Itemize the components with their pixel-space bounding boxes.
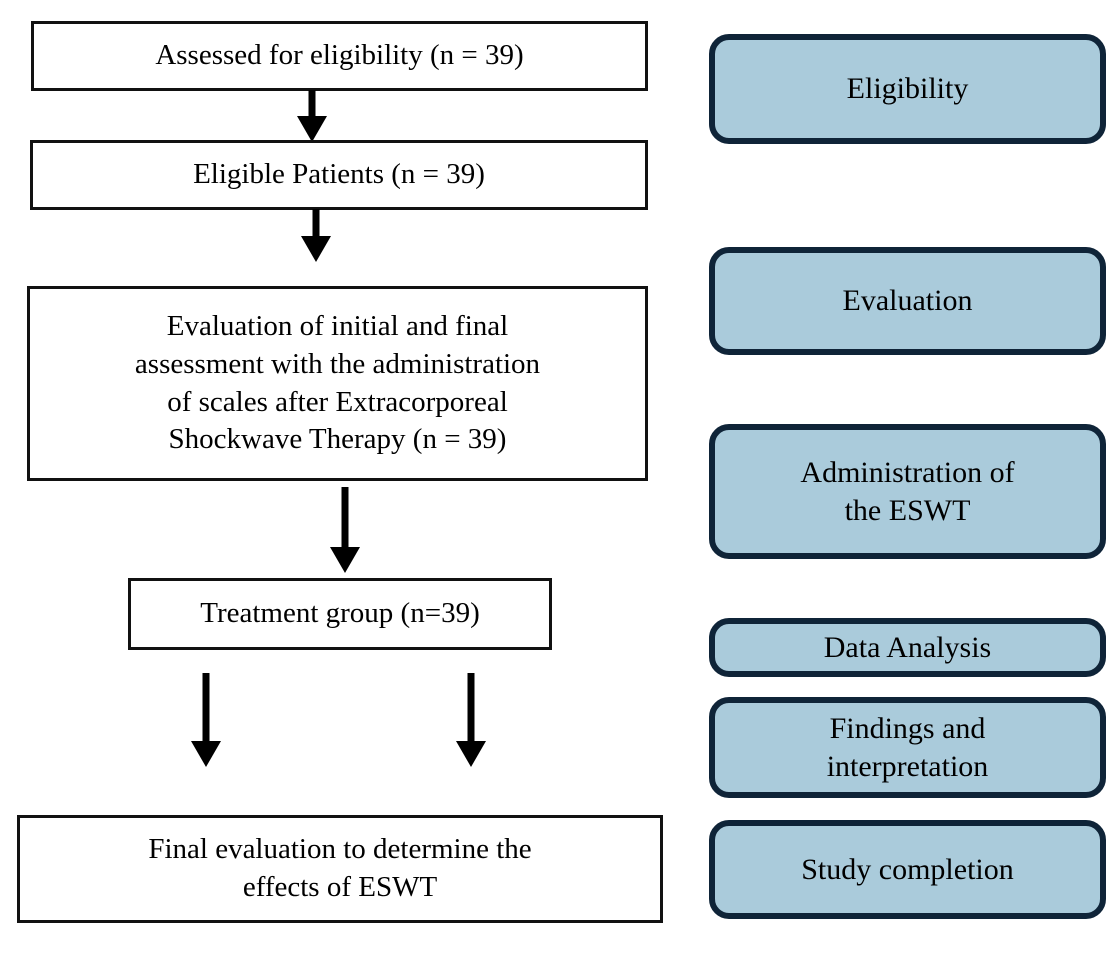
flow-node-final-evaluation: Final evaluation to determine the effect… <box>17 815 663 923</box>
arrow-eligible-to-evaluation <box>301 209 331 262</box>
flow-node-evaluation: Evaluation of initial and final assessme… <box>27 286 648 481</box>
stage-administration-of-eswt-label: Administration of the ESWT <box>800 456 1015 527</box>
arrow-assessed-to-eligible <box>297 90 327 142</box>
arrow-head-down-icon <box>456 741 486 767</box>
stage-eligibility: Eligibility <box>709 34 1106 144</box>
arrow-shaft <box>467 673 475 741</box>
flow-node-evaluation-label: Evaluation of initial and final assessme… <box>134 310 541 456</box>
flow-node-treatment-group: Treatment group (n=39) <box>128 578 552 650</box>
stage-eligibility-label: Eligibility <box>846 72 969 106</box>
arrow-shaft <box>312 209 320 236</box>
flow-node-eligible-label: Eligible Patients (n = 39) <box>193 158 485 191</box>
stage-findings-and-interpretation: Findings and interpretation <box>709 697 1106 798</box>
arrow-treatment-to-final-right <box>456 673 486 767</box>
stage-findings-and-interpretation-label: Findings and interpretation <box>826 712 989 783</box>
arrow-treatment-to-final-left <box>191 673 221 767</box>
flow-node-assessed-label: Assessed for eligibility (n = 39) <box>155 39 524 72</box>
stage-evaluation-label: Evaluation <box>842 284 973 318</box>
stage-data-analysis: Data Analysis <box>709 618 1106 677</box>
arrow-shaft <box>308 90 316 116</box>
arrow-evaluation-to-treatment <box>330 487 360 573</box>
arrow-head-down-icon <box>330 547 360 573</box>
arrow-shaft <box>341 487 349 547</box>
arrow-head-down-icon <box>191 741 221 767</box>
flow-node-eligible: Eligible Patients (n = 39) <box>30 140 648 210</box>
flow-node-final-evaluation-label: Final evaluation to determine the effect… <box>148 833 532 903</box>
arrow-head-down-icon <box>297 116 327 142</box>
stage-evaluation: Evaluation <box>709 247 1106 355</box>
flow-node-assessed: Assessed for eligibility (n = 39) <box>31 21 648 91</box>
stage-study-completion-label: Study completion <box>801 852 1014 886</box>
arrow-shaft <box>202 673 210 741</box>
stage-study-completion: Study completion <box>709 820 1106 919</box>
stage-administration-of-eswt: Administration of the ESWT <box>709 424 1106 559</box>
arrow-head-down-icon <box>301 236 331 262</box>
flow-node-treatment-group-label: Treatment group (n=39) <box>200 597 480 630</box>
stage-data-analysis-label: Data Analysis <box>823 630 992 664</box>
